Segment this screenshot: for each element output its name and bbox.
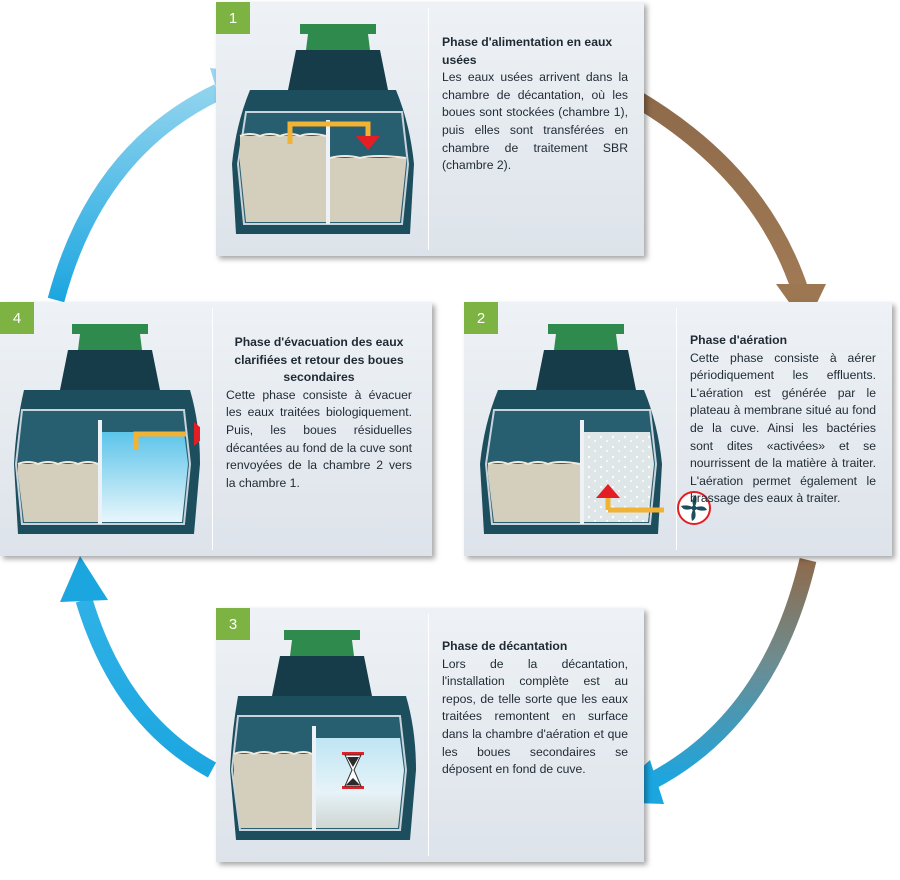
phase-2-card: 2 Phase d'aération [464,302,892,556]
phase-4-card: 4 Phase d'évacuation des eaux clarifiées… [0,302,432,556]
phase-2-description: Cette phase consiste à aérer périodiquem… [690,350,876,506]
phase-1-title: Phase d'alimentation en eaux usées [442,35,613,67]
phase-4-description: Cette phase consiste à évacuer les eaux … [226,387,412,490]
arrow-3-to-4 [60,556,217,778]
phase-1-card: 1 Phase d'alimentation en eaux usées Les… [216,2,644,256]
fan-icon [677,491,711,525]
phase-3-tank-illustration [230,630,416,840]
phase-2-title: Phase d'aération [690,333,788,347]
phase-1-text: Phase d'alimentation en eaux usées Les e… [442,34,628,175]
phase-3-text: Phase de décantation Lors de la décantat… [442,638,628,779]
phase-2-number-badge: 2 [464,302,498,334]
phase-4-text: Phase d'évacuation des eaux clarifiées e… [226,334,412,492]
phase-2-tank-illustration [480,324,664,534]
down-triangle-icon [356,136,380,150]
phase-4-number-badge: 4 [0,302,34,334]
arrow-1-to-2 [627,88,826,326]
phase-3-description: Lors de la décantation, l'installation c… [442,656,628,777]
right-triangle-icon [194,422,200,446]
phase-1-description: Les eaux usées arrivent dans la chambre … [442,70,628,173]
phase-1-number-badge: 1 [216,2,250,34]
up-triangle-icon [596,484,620,498]
phase-3-card: 3 Phase de décantation Lors de la décant… [216,608,644,862]
phase-4-tank-illustration [14,324,200,534]
hourglass-icon [342,752,364,789]
phase-1-tank-illustration [232,24,414,234]
phase-4-title: Phase d'évacuation des eaux clarifiées e… [234,335,404,385]
phase-2-text: Phase d'aération Cette phase consiste à … [690,332,876,508]
phase-3-number-badge: 3 [216,608,250,640]
phase-3-title: Phase de décantation [442,639,568,653]
